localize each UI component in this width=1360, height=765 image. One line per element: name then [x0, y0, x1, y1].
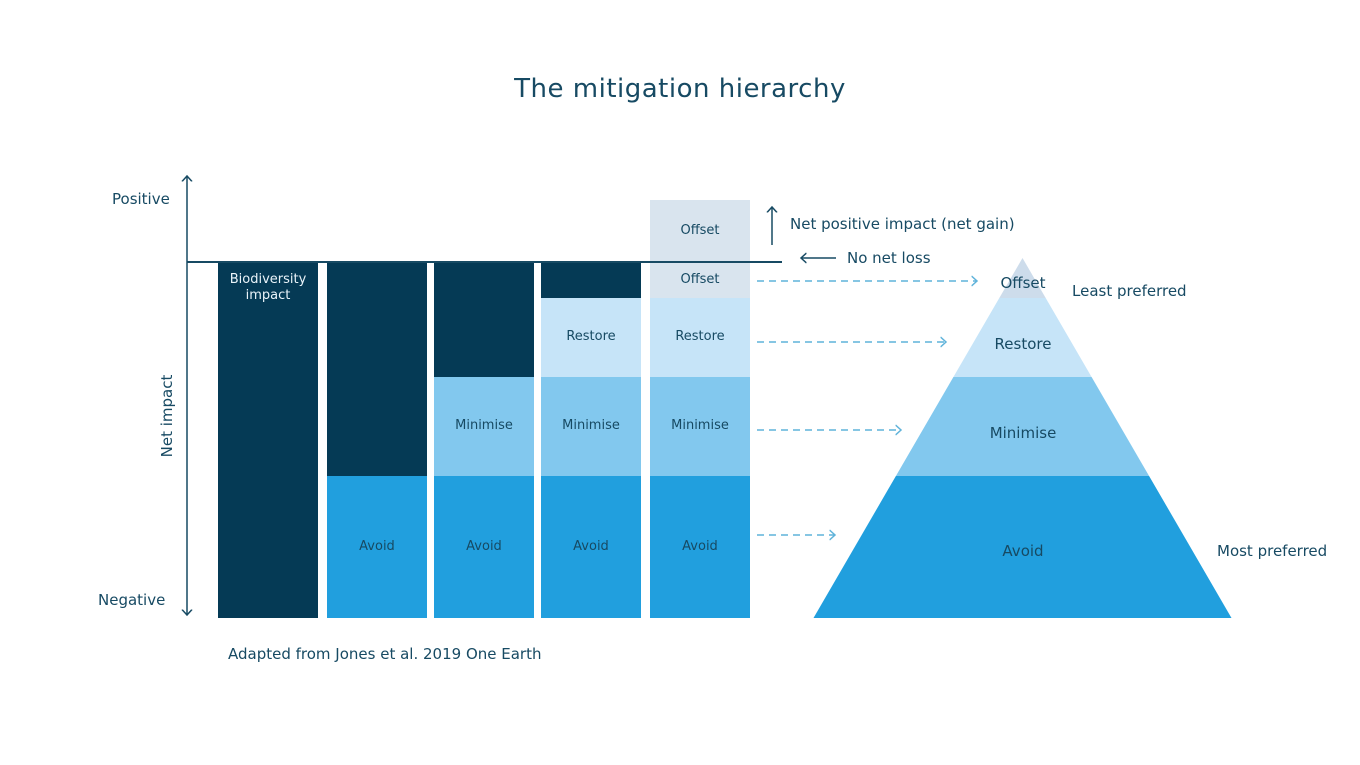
segment-restore: Restore — [650, 298, 750, 377]
segment-minimise: Minimise — [650, 377, 750, 476]
segment-avoid: Avoid — [650, 476, 750, 618]
pyramid-label-minimise: Minimise — [989, 424, 1057, 442]
net-gain-annotation: Net positive impact (net gain) — [790, 215, 1015, 233]
segment-restore: Restore — [541, 298, 641, 377]
pyramid-level-restore — [953, 298, 1092, 377]
positive-axis-label: Positive — [112, 190, 170, 208]
bar-after-offset: Offset Offset Restore Minimise Avoid — [650, 200, 750, 618]
pyramid-label-restore: Restore — [994, 335, 1052, 353]
segment-residual — [434, 263, 534, 377]
bar-after-avoid: Avoid — [327, 263, 427, 618]
least-preferred-label: Least preferred — [1072, 282, 1187, 300]
segment-avoid: Avoid — [434, 476, 534, 618]
most-preferred-label: Most preferred — [1217, 542, 1328, 560]
segment-avoid: Avoid — [327, 476, 427, 618]
segment-impact: Biodiversity impact — [218, 263, 318, 618]
pyramid — [813, 258, 1232, 618]
source-attribution: Adapted from Jones et al. 2019 One Earth — [228, 645, 542, 663]
segment-minimise: Minimise — [541, 377, 641, 476]
pyramid-label-offset: Offset — [1000, 274, 1046, 292]
pyramid-level-avoid — [813, 476, 1232, 618]
bar-after-minimise: Minimise Avoid — [434, 263, 534, 618]
segment-residual — [541, 263, 641, 298]
no-net-loss-annotation: No net loss — [847, 249, 931, 267]
negative-axis-label: Negative — [98, 591, 166, 609]
pyramid-label-avoid: Avoid — [1002, 542, 1044, 560]
segment-minimise: Minimise — [434, 377, 534, 476]
net-impact-axis-label: Net impact — [158, 374, 176, 458]
bar-after-restore: Restore Minimise Avoid — [541, 263, 641, 618]
segment-offset-net-gain: Offset — [650, 200, 750, 262]
segment-residual — [327, 263, 427, 476]
segment-offset: Offset — [650, 262, 750, 298]
page-title: The mitigation hierarchy — [514, 74, 846, 104]
pyramid-level-offset — [999, 258, 1046, 298]
pyramid-level-minimise — [895, 377, 1150, 476]
bar-biodiversity-impact: Biodiversity impact — [218, 263, 318, 618]
segment-avoid: Avoid — [541, 476, 641, 618]
